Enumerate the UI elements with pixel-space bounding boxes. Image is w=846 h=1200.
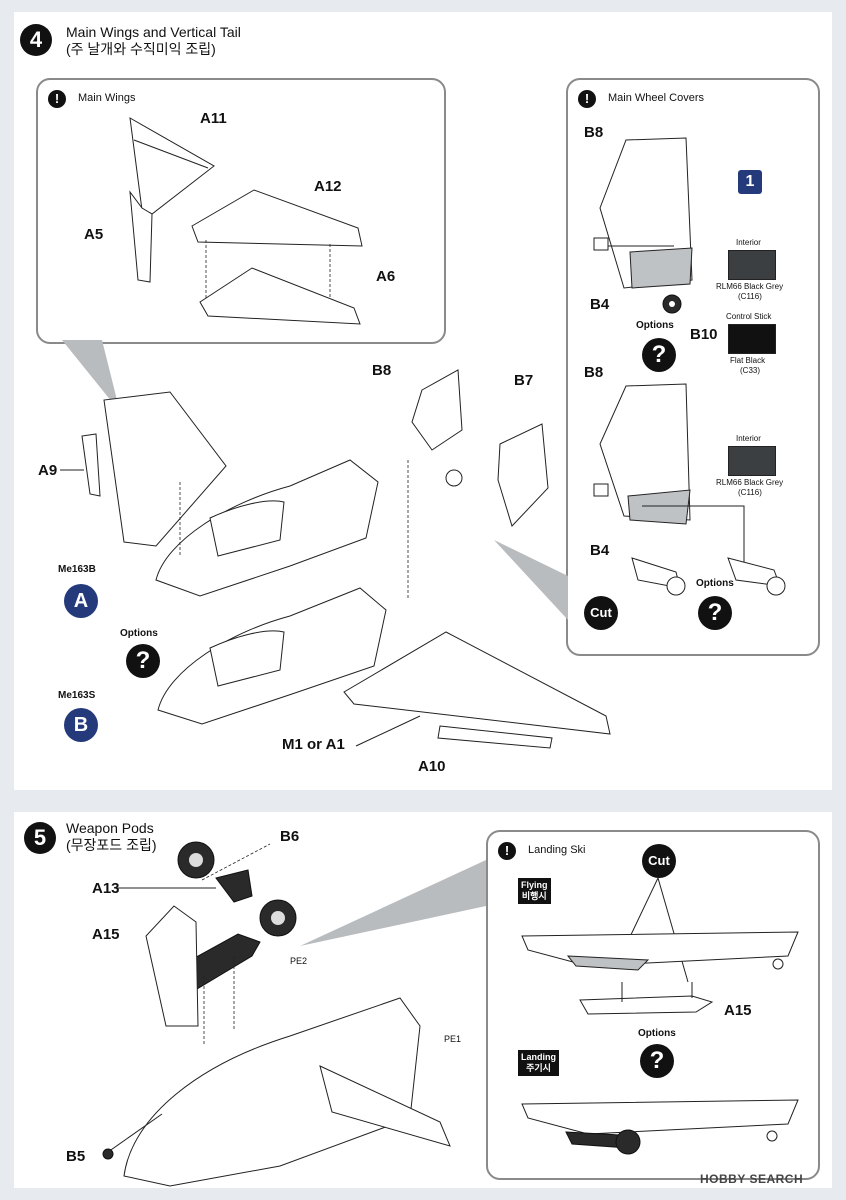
ski-drawing (521, 877, 799, 1155)
part-label-a9: A9 (38, 462, 58, 479)
color-code: (C33) (740, 366, 761, 375)
main-wings-panel: ! Main Wings A11 A12 A5 A6 (36, 78, 446, 344)
part-label-pe1: PE1 (444, 1034, 462, 1044)
weapon-pods-drawing (102, 841, 451, 1187)
question-icon: ? (642, 338, 676, 372)
variant-badge-b: B (64, 708, 98, 742)
color-swatch-rlm66 (728, 250, 776, 280)
part-label-a15: A15 (92, 926, 120, 943)
step-title-en: Weapon Pods (66, 820, 154, 836)
interior-label: Interior (736, 434, 761, 443)
wings-drawing (129, 117, 363, 325)
exclaim-icon: ! (498, 842, 516, 860)
step-number: 5 (24, 822, 56, 854)
part-label-a6: A6 (376, 268, 396, 285)
question-icon: ? (698, 596, 732, 630)
exclaim-icon: ! (578, 90, 596, 108)
main-wheel-covers-panel: ! Main Wheel Covers 1 B8 B4 B10 Options … (566, 78, 820, 656)
exclaim-icon: ! (48, 90, 66, 108)
options-label: Options (636, 320, 674, 331)
step-title: Weapon Pods (무장포드 조립) (66, 820, 157, 854)
options-label: Options (120, 628, 158, 639)
part-label-pe2: PE2 (290, 956, 308, 966)
landing-label-ko: 주기시 (526, 1063, 551, 1073)
interior-label: Interior (736, 238, 761, 247)
landing-ski-panel: ! Landing Ski Cut Flying 비행시 A15 Options (486, 830, 820, 1180)
section-divider (0, 790, 846, 812)
panel-title: Main Wheel Covers (608, 92, 704, 104)
part-label-a12: A12 (314, 178, 342, 195)
step-number: 4 (20, 24, 52, 56)
color-swatch-flat-black (728, 324, 776, 354)
variant-badge-a: A (64, 584, 98, 618)
part-label-b8: B8 (372, 362, 392, 379)
question-icon: ? (126, 644, 160, 678)
color-code: (C116) (738, 488, 762, 497)
step-title-en: Main Wings and Vertical Tail (66, 24, 241, 40)
part-label-b5: B5 (66, 1148, 86, 1165)
flying-tag: Flying 비행시 (518, 878, 551, 904)
part-label-b6: B6 (280, 828, 300, 845)
panel-title: Landing Ski (528, 844, 586, 856)
callout-wedge (494, 540, 568, 620)
landing-label: Landing (521, 1052, 556, 1062)
callout-wedge (62, 340, 120, 412)
part-label-m1-a1: M1 or A1 (282, 736, 345, 753)
part-label-b4-top: B4 (590, 296, 610, 313)
options-label: Options (638, 1028, 676, 1039)
question-icon: ? (640, 1044, 674, 1078)
color-name: Flat Black (730, 356, 766, 365)
part-label-a5: A5 (84, 226, 104, 243)
step-title: Main Wings and Vertical Tail (주 날개와 수직미익… (66, 24, 241, 58)
control-stick-label: Control Stick (726, 312, 772, 321)
left-margin (0, 0, 14, 1200)
landing-tag: Landing 주기시 (518, 1050, 559, 1076)
covers-drawing (593, 137, 786, 596)
flying-label: Flying (521, 880, 548, 890)
color-name: RLM66 Black Grey (716, 478, 784, 487)
step-title-ko: (주 날개와 수직미익 조립) (66, 41, 216, 57)
bottom-margin (0, 1188, 846, 1200)
top-margin (0, 0, 846, 12)
part-label-b10: B10 (690, 326, 718, 343)
flying-label-ko: 비행시 (521, 891, 547, 901)
options-label: Options (696, 578, 734, 589)
variant-box: 1 (738, 170, 762, 194)
part-label-b8-bottom: B8 (584, 364, 604, 381)
color-swatch-rlm66 (728, 446, 776, 476)
part-label-a15: A15 (724, 1002, 752, 1019)
part-label-b7: B7 (514, 372, 534, 389)
part-label-b4-bottom: B4 (590, 542, 610, 559)
variant-name: Me163S (58, 690, 96, 701)
color-code: (C116) (738, 292, 762, 301)
part-label-a10: A10 (418, 758, 446, 775)
fuselage-drawing (60, 369, 611, 749)
right-margin (832, 0, 846, 1200)
color-name: RLM66 Black Grey (716, 282, 784, 291)
variant-name: Me163B (58, 564, 96, 575)
part-label-a13: A13 (92, 880, 120, 897)
part-label-a11: A11 (200, 110, 227, 127)
cut-icon: Cut (642, 844, 676, 878)
callout-wedge (300, 860, 486, 946)
watermark: HOBBY SEARCH (700, 1172, 804, 1186)
panel-title: Main Wings (78, 92, 136, 104)
step-title-ko: (무장포드 조립) (66, 837, 157, 853)
cut-icon: Cut (584, 596, 618, 630)
part-label-b8-top: B8 (584, 124, 604, 141)
